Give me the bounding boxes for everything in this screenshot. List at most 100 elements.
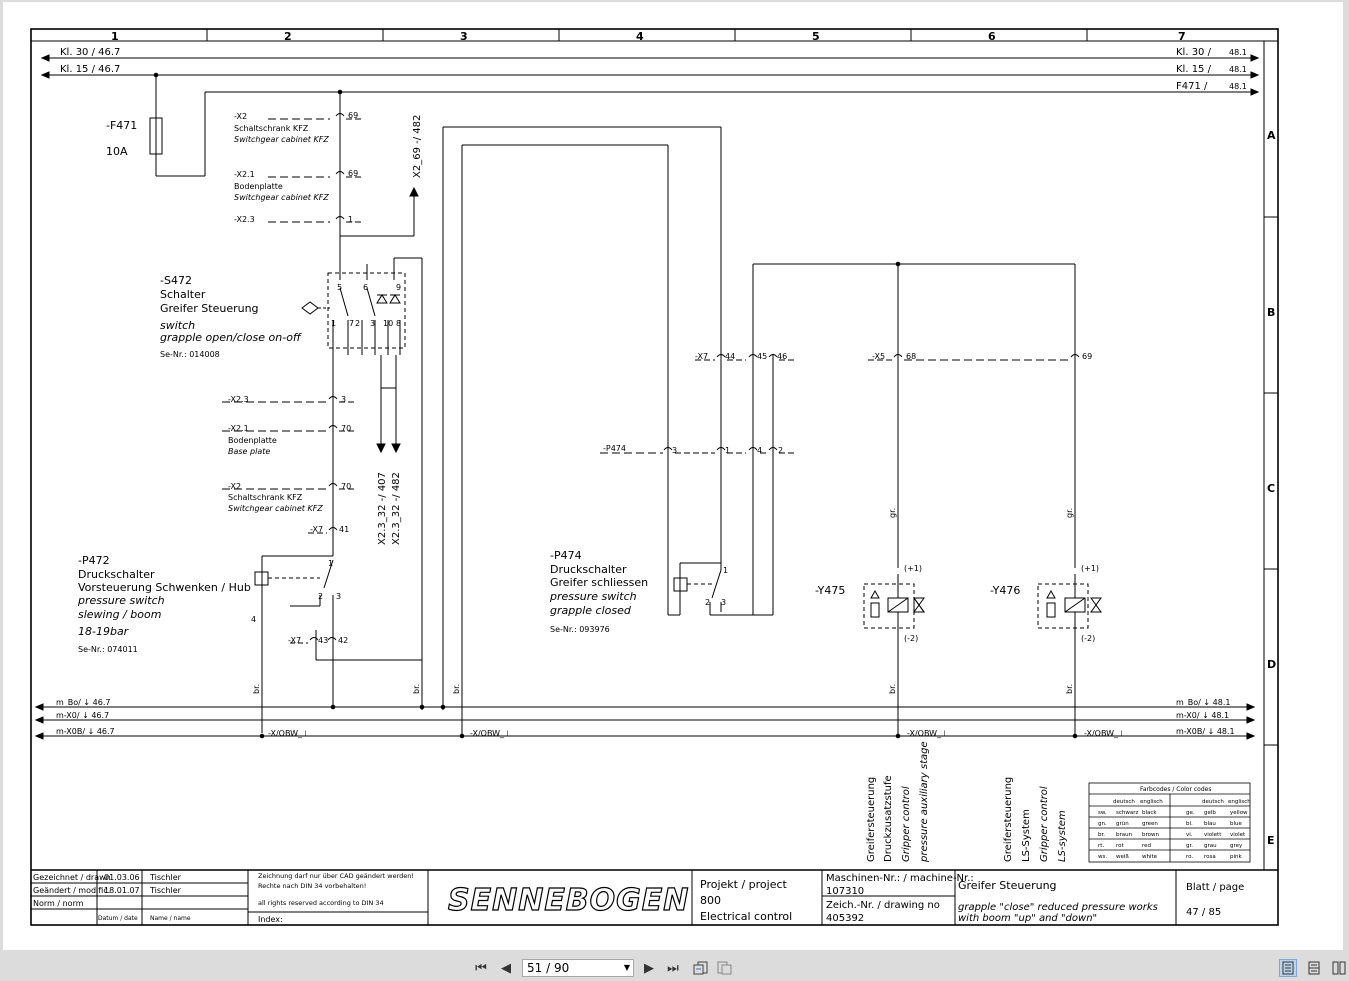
rail-mx0-left: m-X0/ ↓ 46.7 (56, 711, 109, 720)
x21-top-en: Switchgear cabinet KFZ (234, 193, 329, 202)
p474-pin-1: 1 (723, 566, 728, 575)
drawing-number: 405392 (826, 913, 864, 924)
rail-f471-right: F471 / (1176, 81, 1208, 92)
y476-wire-color: gr. (1065, 508, 1074, 518)
connectors-top (268, 113, 362, 223)
x23-32-ref-b: X2.3_32 -/ 482 (391, 472, 402, 545)
row-label-a: A (1267, 129, 1276, 142)
wire-br-5: br. (1065, 684, 1074, 694)
p472-en2: slewing / boom (78, 608, 161, 621)
p472-pin-2: 2 (318, 592, 323, 601)
color-table-cell: blau (1204, 821, 1216, 827)
modified-name: Tischler (149, 886, 182, 895)
x23-mid-label: -X2.3 (228, 395, 249, 404)
p474-en1: pressure switch (549, 590, 637, 603)
continuous-view-icon[interactable] (1305, 959, 1323, 977)
drawing-label: Zeich.-Nr. / drawing no (826, 900, 940, 911)
two-page-view-icon[interactable] (1330, 959, 1348, 977)
column-label-2: 2 (284, 30, 292, 43)
p474-part: Se-Nr.: 093976 (550, 625, 610, 634)
rail-kl15-left: Kl. 15 / 46.7 (60, 64, 120, 75)
p474-conn-pin-4: 4 (757, 446, 762, 455)
x21-mid-label: -X2.1 (228, 424, 249, 433)
column-label-5: 5 (812, 30, 820, 43)
wire-s472-supply (337, 89, 419, 264)
x21-top-pin: 69 (348, 169, 358, 178)
x2-top-label: -X2 (234, 112, 247, 121)
color-table-cell: blue (1230, 821, 1243, 827)
x5-label: -X5 (872, 352, 885, 361)
sheet-description-1: grapple "close" reduced pressure works (958, 902, 1158, 913)
row-label-d: D (1267, 658, 1276, 671)
rail-mx0b-left: m-X0B/ ↓ 46.7 (56, 727, 115, 736)
go-back-icon[interactable] (692, 959, 710, 977)
color-table-cell: black (1142, 810, 1157, 816)
color-table-cell: ro. (1186, 854, 1193, 860)
s472-en1: switch (160, 319, 195, 332)
note-c6-1: Greifersteuerung (1003, 777, 1014, 862)
note-c6-3: Gripper control (1039, 786, 1050, 862)
rail-mbo-left: m_Bo/ ↓ 46.7 (56, 698, 110, 707)
drawn-label: Gezeichnet / drawn (33, 873, 111, 882)
x7-right-label: -X7 (695, 352, 708, 361)
column-label-3: 3 (460, 30, 468, 43)
rail-f471-right-ref: 48.1 (1229, 82, 1247, 91)
next-page-button[interactable]: ▶ (644, 960, 654, 976)
color-table-cell: sw. (1098, 810, 1107, 816)
p474-pin-3: 3 (721, 598, 726, 607)
color-table-cell: gr. (1186, 843, 1193, 849)
bottom-rails (34, 703, 1256, 740)
connectors-mid (222, 396, 355, 534)
s472-part: Se-Nr.: 014008 (160, 350, 220, 359)
previous-page-button[interactable]: ◀ (501, 960, 511, 976)
rail-mbo-right: m_Bo/ ↓ 48.1 (1176, 698, 1230, 707)
x23-32-ref-a: X2.3_32 -/ 407 (377, 472, 388, 545)
fuse-rating: 10A (106, 145, 128, 158)
x21-mid-en: Base plate (228, 447, 270, 456)
title-block-frame (31, 869, 1278, 925)
wire-br-1: br. (252, 684, 261, 694)
color-table-cell: gelb (1204, 810, 1216, 816)
first-page-button[interactable]: ⏮ (475, 960, 487, 976)
s472-pin-8: 8 (396, 319, 401, 328)
project-label: Projekt / project (700, 878, 788, 891)
valve-y476 (1037, 264, 1102, 736)
rail-kl30-left: Kl. 30 / 46.7 (60, 47, 120, 58)
x7-pin-46: 46 (777, 352, 787, 361)
color-table-cell: schwarz (1116, 810, 1139, 816)
fuse-f471 (149, 72, 206, 177)
ground-label-3: -X/OBW_⊥ (907, 729, 948, 738)
s472-id: -S472 (160, 274, 192, 287)
s472-pin-5: 5 (337, 283, 342, 292)
p474-conn-pin-3: 3 (672, 446, 677, 455)
color-table-cell: grey (1230, 843, 1243, 849)
x7-41-pin: 41 (339, 525, 349, 534)
color-table-cell: ge. (1186, 810, 1195, 816)
color-table-cell: braun (1116, 832, 1133, 838)
index-label: Index: (258, 915, 283, 924)
x2-69-ref: X2_69 -/ 482 (412, 115, 423, 178)
s472-pin-3: 3 (370, 319, 375, 328)
color-table-cell: pink (1230, 854, 1243, 860)
y475-minus: (-2) (904, 634, 918, 643)
pressure-switch-p472 (254, 530, 422, 733)
wire-br-3: br. (452, 684, 461, 694)
page-selector[interactable]: 51 / 90 ▼ (522, 959, 634, 977)
rail-kl30-right-ref: 48.1 (1229, 48, 1247, 57)
y476-id: -Y476 (990, 584, 1020, 597)
last-page-button[interactable]: ⏭ (667, 960, 679, 976)
color-table-cell: rot (1116, 843, 1125, 849)
top-rails (40, 54, 1260, 96)
wires-p474 (442, 126, 1075, 736)
column-label-1: 1 (111, 30, 119, 43)
norm-label: Norm / norm (33, 899, 84, 908)
color-table-title: Farbcodes / Color codes (1140, 786, 1211, 793)
single-page-view-icon[interactable] (1279, 959, 1297, 977)
p472-pin-4: 4 (251, 615, 256, 624)
rail-mx0-right: m-X0/ ↓ 48.1 (1176, 711, 1229, 720)
color-table-cell: vi. (1186, 832, 1193, 838)
go-forward-icon[interactable] (716, 959, 734, 977)
p472-pin-3: 3 (336, 592, 341, 601)
